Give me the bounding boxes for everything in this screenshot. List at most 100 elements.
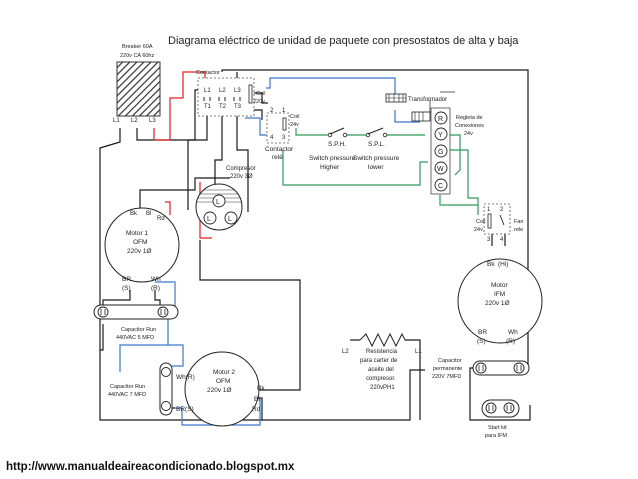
terminal-strip: R Y G W C Regleta de Conexiones 24v — [430, 107, 484, 195]
breaker-l1: L1 — [113, 118, 120, 124]
start-kit-label-1: Start kit — [488, 425, 507, 431]
contactor-top-2: L2 — [219, 88, 226, 94]
ifm-body — [457, 258, 543, 344]
fan-relay-pin-4: 4 — [500, 237, 504, 243]
breaker-l2: L2 — [131, 118, 138, 124]
motor-2-bk: Bk — [257, 385, 265, 392]
capacitor-run-1: Capacitor Run 440VAC 5 MFD — [93, 304, 179, 341]
heater-l2: L2 — [342, 349, 349, 355]
ifm-br: BR — [478, 329, 487, 336]
terminal-r: R — [434, 111, 448, 125]
contactor-bottom-3: T3 — [234, 104, 242, 110]
heater-label-4: compresor. — [366, 376, 396, 382]
terminal-g: G — [434, 144, 448, 158]
motor-2-body — [184, 351, 260, 427]
compressor-label-1: Compresor — [226, 166, 256, 172]
pressure-switch-low: S.P.L. Switch pressure lower — [353, 127, 400, 171]
transformer-secondary — [411, 111, 431, 122]
motor-1-label-2: OFM — [133, 239, 147, 246]
contactor-label: Contactor — [196, 70, 220, 76]
fan-relay-coil-label-1: Coil — [476, 219, 485, 225]
contactor-coil-label-1: Coil — [256, 91, 265, 97]
green-wires — [282, 128, 479, 215]
compressor: Compresor 220v 3Ø L L L — [195, 166, 256, 231]
ifm-label-2: IFM — [494, 291, 505, 298]
motor-2-rd: Rd — [252, 406, 261, 413]
motor-1-body — [104, 207, 180, 283]
diagram-title: Diagrama eléctrico de unidad de paquete … — [168, 35, 519, 47]
capacitor-1-label-1: Capacitor Run — [121, 327, 156, 333]
heater-resistor — [359, 332, 406, 348]
fan-relay-label-2: rele — [514, 227, 523, 233]
svg-text:C: C — [438, 183, 443, 190]
contactor-box — [197, 77, 255, 117]
motor-1-label-3: 220v 1Ø — [127, 248, 152, 255]
motor-2-bl: Bl — [254, 396, 260, 403]
motor-2-wh: Wh(R) — [176, 374, 195, 381]
relay-pin-2: 2 — [270, 108, 274, 114]
breaker-label-2: 220v CA 60hz — [120, 53, 154, 59]
ifm-bk: Bk — [487, 261, 495, 268]
relay-pin-3: 3 — [282, 135, 286, 141]
terminal-label-3: 24v — [464, 131, 473, 137]
contactor-bottom-2: T2 — [219, 104, 227, 110]
capacitor-permanent: Capacitor permanente 220V 7MFD — [432, 358, 530, 380]
transformer: Transformador — [385, 93, 447, 122]
ifm-br-s: (S) — [477, 338, 486, 345]
motor-2-br: BR(S) — [176, 406, 194, 413]
terminal-label-1: Regleta de — [456, 115, 483, 121]
pressure-switch-high: S.P.H. Switch pressure Higher — [309, 127, 356, 171]
motor-1-bl: Bl — [146, 211, 151, 217]
spl-label-1: Switch pressure — [353, 155, 400, 162]
contactor: Contactor L1 L2 L3 T1 T2 T3 Coil 220v — [196, 70, 265, 117]
heater-l1: L1 — [415, 349, 422, 355]
capacitor-2-label-1: Capacitor Run — [110, 384, 145, 390]
contactor-bottom-1: T1 — [204, 104, 212, 110]
ifm-motor: Bk (Hi) Motor IFM 220v 1Ø BR (S) Wh (R) — [457, 258, 543, 345]
capacitor-2-body — [159, 362, 173, 416]
contactor-coil — [248, 84, 253, 104]
capacitor-1-body — [93, 304, 179, 320]
start-kit: Start kit para IFM — [481, 399, 520, 439]
motor-1-br: BR — [122, 276, 131, 283]
contactor-top-1: L1 — [204, 88, 211, 94]
compressor-terminal-right: L — [228, 216, 232, 223]
compressor-label-2: 220v 3Ø — [230, 174, 253, 180]
ifm-hi: (Hi) — [498, 261, 508, 268]
compressor-terminal-top: L — [216, 199, 220, 206]
heater-label-1: Resistencia — [366, 349, 398, 355]
breaker-l3: L3 — [149, 118, 156, 124]
motor-2-label-3: 220v 1Ø — [207, 387, 232, 394]
fan-relay-label-1: Fan — [514, 219, 523, 225]
relay-pin-4: 4 — [270, 135, 274, 141]
svg-text:Y: Y — [438, 132, 443, 139]
relay-coil — [282, 117, 287, 131]
terminal-label-2: Conexiones — [455, 123, 484, 129]
motor-2: Wh(R) BR(S) Motor 2 OFM 220v 1Ø Bk Bl Rd — [176, 351, 265, 427]
blog-url: http://www.manualdeaireacondicionado.blo… — [6, 461, 295, 473]
sph-label-2: Higher — [320, 164, 340, 171]
svg-text:W: W — [437, 166, 444, 173]
svg-text:G: G — [438, 149, 443, 156]
capacitor-1-label-2: 440VAC 5 MFD — [116, 335, 154, 341]
motor-1-wh: Wh — [151, 276, 161, 283]
capacitor-run-2: Capacitor Run 440VAC 7 MFD — [108, 362, 173, 416]
fan-relay-coil-label-2: 24v — [474, 227, 483, 233]
motor-1-bk: Bk — [130, 211, 138, 217]
motor-1-br-s: (S) — [122, 285, 131, 292]
motor-1-rd: Rd — [157, 216, 165, 222]
ifm-label-1: Motor — [491, 282, 508, 289]
relay-pin-1: 1 — [282, 108, 286, 114]
fan-relay-coil — [487, 213, 492, 229]
contactor-coil-label-2: 220v — [253, 99, 265, 105]
relay-label-1: Contactor — [265, 146, 294, 153]
transformer-label: Transformador — [408, 97, 447, 103]
crankcase-heater: L2 L1 Resistencia para carter de aceite … — [342, 332, 422, 391]
contactor-relay: 2 1 4 3 Coil 24v Contactor relé — [265, 108, 299, 161]
blue-wires — [119, 77, 420, 426]
breaker-box — [116, 61, 161, 117]
relay-label-2: relé — [272, 154, 283, 161]
motor-1-wh-r: (R) — [151, 285, 160, 292]
spl-name: S.P.L. — [368, 141, 385, 148]
